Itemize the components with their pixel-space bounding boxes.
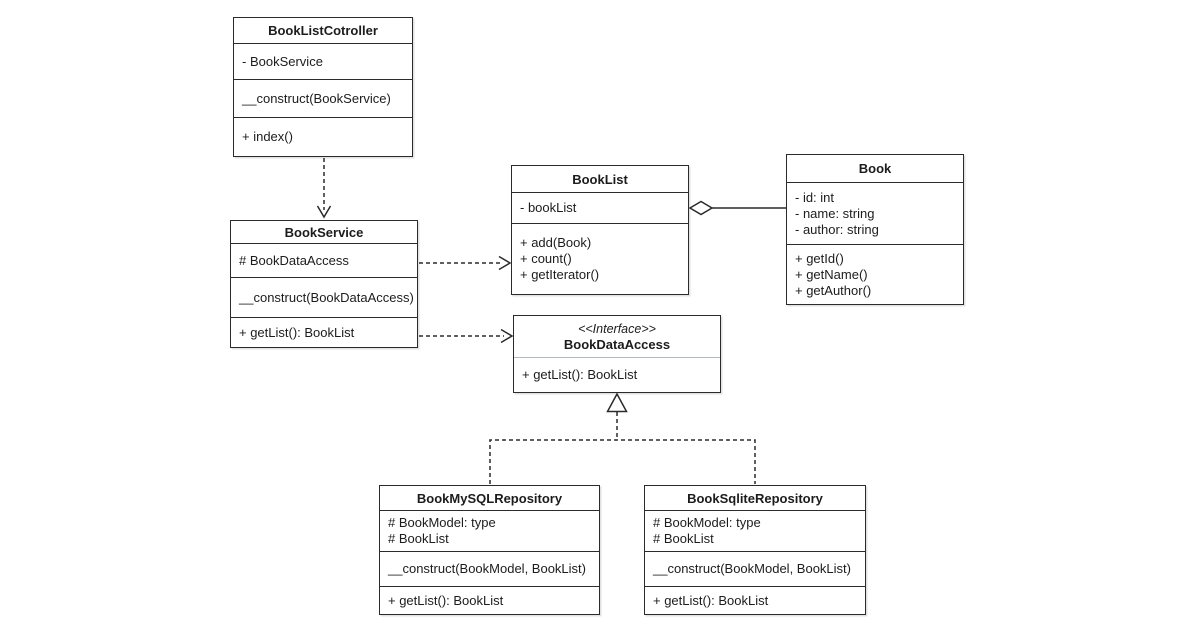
attributes-compartment: # BookDataAccess <box>231 243 417 277</box>
attributes-compartment: - BookService <box>234 43 412 79</box>
aggregation-diamond-icon <box>688 200 714 216</box>
method-line: + getId() <box>795 250 844 266</box>
class-booklistcotroller: BookListCotroller - BookService __constr… <box>233 17 413 157</box>
method-line: + getList(): BookList <box>388 592 504 608</box>
class-title: BookSqliteRepository <box>687 490 823 506</box>
attributes-compartment: - id: int - name: string - author: strin… <box>787 182 963 244</box>
attribute-line: # BookModel: type <box>388 515 496 530</box>
method-line: + getName() <box>795 266 868 282</box>
constructor-line: __construct(BookModel, BookList) <box>653 561 851 576</box>
constructor-line: __construct(BookDataAccess) <box>239 289 414 305</box>
methods-compartment: + getList(): BookList <box>380 586 599 614</box>
methods-compartment: + getList(): BookList <box>514 357 720 392</box>
class-title: BookMySQLRepository <box>416 490 563 506</box>
methods-compartment: + getList(): BookList <box>645 586 865 614</box>
class-title: BookDataAccess <box>563 336 671 352</box>
attribute-line: - BookService <box>242 53 323 69</box>
method-line: + count() <box>520 251 572 266</box>
attribute-line: # BookDataAccess <box>239 252 349 268</box>
constructor-line: __construct(BookModel, BookList) <box>388 561 586 576</box>
class-book: Book - id: int - name: string - author: … <box>786 154 964 305</box>
class-booklist: BookList - bookList + add(Book) + count(… <box>511 165 689 295</box>
aggregation-link-booklist-to-book <box>688 200 786 216</box>
attribute-line: # BookList <box>653 531 714 546</box>
attribute-line: - bookList <box>520 200 577 215</box>
dependency-arrow-service-to-booklist <box>419 255 512 271</box>
method-line: + getList(): BookList <box>522 367 638 382</box>
interface-title: <<Interface>> BookDataAccess <box>514 316 720 357</box>
attributes-compartment: - bookList <box>512 192 688 223</box>
constructor-compartment: __construct(BookService) <box>234 79 412 117</box>
realization-link-repositories-to-bookdataaccess <box>489 392 756 484</box>
method-line: + getAuthor() <box>795 282 872 298</box>
open-arrowhead <box>316 205 332 219</box>
dependency-arrow-controller-to-service <box>316 158 332 219</box>
open-arrowhead <box>500 328 514 344</box>
methods-compartment: + index() <box>234 117 412 156</box>
attribute-line: # BookModel: type <box>653 515 761 530</box>
methods-compartment: + getId() + getName() + getAuthor() <box>787 244 963 304</box>
class-bookmysqlrepository: BookMySQLRepository # BookModel: type # … <box>379 485 600 615</box>
method-line: + getList(): BookList <box>239 324 355 340</box>
constructor-compartment: __construct(BookModel, BookList) <box>645 551 865 586</box>
method-line: + index() <box>242 129 293 144</box>
constructor-compartment: __construct(BookDataAccess) <box>231 277 417 317</box>
class-title: BookListCotroller <box>268 23 378 38</box>
interface-stereotype: <<Interface>> <box>578 321 656 336</box>
methods-compartment: + add(Book) + count() + getIterator() <box>512 223 688 294</box>
attribute-line: - name: string <box>795 205 875 221</box>
constructor-line: __construct(BookService) <box>242 90 391 106</box>
attribute-line: - author: string <box>795 221 879 237</box>
class-title: Book <box>858 161 892 176</box>
method-line: + add(Book) <box>520 235 592 250</box>
class-title: BookList <box>572 171 628 187</box>
class-title: BookService <box>284 224 364 240</box>
attribute-line: - id: int <box>795 189 835 205</box>
attributes-compartment: # BookModel: type # BookList <box>645 510 865 551</box>
method-line: + getList(): BookList <box>653 592 769 608</box>
class-bookservice: BookService # BookDataAccess __construct… <box>230 220 418 348</box>
attribute-line: # BookList <box>388 531 449 546</box>
constructor-compartment: __construct(BookModel, BookList) <box>380 551 599 586</box>
interface-bookdataaccess: <<Interface>> BookDataAccess + getList()… <box>513 315 721 393</box>
realization-triangle-icon <box>606 392 628 413</box>
attributes-compartment: # BookModel: type # BookList <box>380 510 599 551</box>
class-booksqliterepository: BookSqliteRepository # BookModel: type #… <box>644 485 866 615</box>
methods-compartment: + getList(): BookList <box>231 317 417 347</box>
dependency-arrow-service-to-bookdataaccess <box>419 328 514 344</box>
open-arrowhead <box>498 255 512 271</box>
method-line: + getIterator() <box>520 267 600 282</box>
